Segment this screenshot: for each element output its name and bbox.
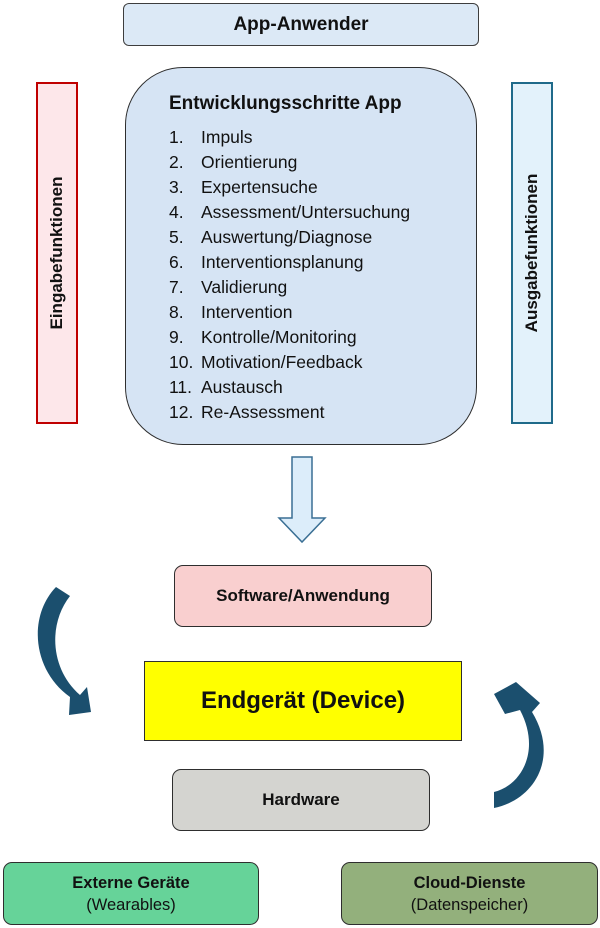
step-label: Orientierung [201,152,298,172]
step-label: Expertensuche [201,177,318,197]
step-item: 1. Impuls [169,125,410,150]
step-label: Validierung [201,277,288,297]
software-box: Software/Anwendung [174,565,432,627]
input-functions-box: Eingabefunktionen [36,82,78,424]
step-item: 7. Validierung [169,275,410,300]
cloud-services-box: Cloud-Dienste (Datenspeicher) [341,862,598,925]
step-item: 5. Auswertung/Diagnose [169,225,410,250]
step-number: 11. [169,377,193,397]
development-steps-title: Entwicklungsschritte App [169,93,402,114]
hardware-label: Hardware [262,790,340,809]
external-devices-subtitle: (Wearables) [86,895,176,914]
step-number: 8. [169,302,184,322]
step-label: Kontrolle/Monitoring [201,327,357,347]
step-label: Interventionsplanung [201,252,364,272]
step-label: Austausch [201,377,283,397]
step-item: 12. Re-Assessment [169,400,410,425]
step-number: 9. [169,327,184,347]
step-item: 10. Motivation/Feedback [169,350,410,375]
cloud-services-subtitle: (Datenspeicher) [410,895,529,914]
step-label: Intervention [201,302,293,322]
step-item: 4. Assessment/Untersuchung [169,200,410,225]
down-arrow-icon [277,456,327,544]
step-number: 7. [169,277,184,297]
step-label: Assessment/Untersuchung [201,202,411,222]
step-number: 3. [169,177,184,197]
step-number: 6. [169,252,184,272]
step-number: 5. [169,227,184,247]
step-number: 1. [169,127,184,147]
step-item: 11. Austausch [169,375,410,400]
step-label: Auswertung/Diagnose [201,227,373,247]
output-functions-box: Ausgabefunktionen [511,82,553,424]
cloud-services-title: Cloud-Dienste [413,873,526,892]
app-user-box: App-Anwender [123,3,479,46]
curved-arrow-right-icon [494,682,544,808]
step-item: 9. Kontrolle/Monitoring [169,325,410,350]
step-item: 8. Intervention [169,300,410,325]
development-steps-box: Entwicklungsschritte App 1. Impuls 2. Orien… [125,67,477,445]
step-number: 12. [169,402,194,422]
step-item: 6. Interventionsplanung [169,250,410,275]
step-number: 10. [169,352,194,372]
step-label: Impuls [201,127,253,147]
device-box: Endgerät (Device) [144,661,462,741]
step-number: 4. [169,202,184,222]
external-devices-title: Externe Geräte [72,873,190,892]
step-number: 2. [169,152,184,172]
curved-arrow-left-icon [37,587,91,715]
step-item: 3. Expertensuche [169,175,410,200]
step-label: Re-Assessment [201,402,325,422]
development-steps-list: 1. Impuls 2. Orientierung 3. Expertensuche 4. A… [169,125,410,425]
hardware-box: Hardware [172,769,430,831]
step-label: Motivation/Feedback [201,352,363,372]
device-label: Endgerät (Device) [200,687,406,714]
external-devices-box: Externe Geräte (Wearables) [3,862,259,925]
step-item: 2. Orientierung [169,150,410,175]
app-user-label: App-Anwender [233,13,369,35]
software-label: Software/Anwendung [216,586,390,605]
